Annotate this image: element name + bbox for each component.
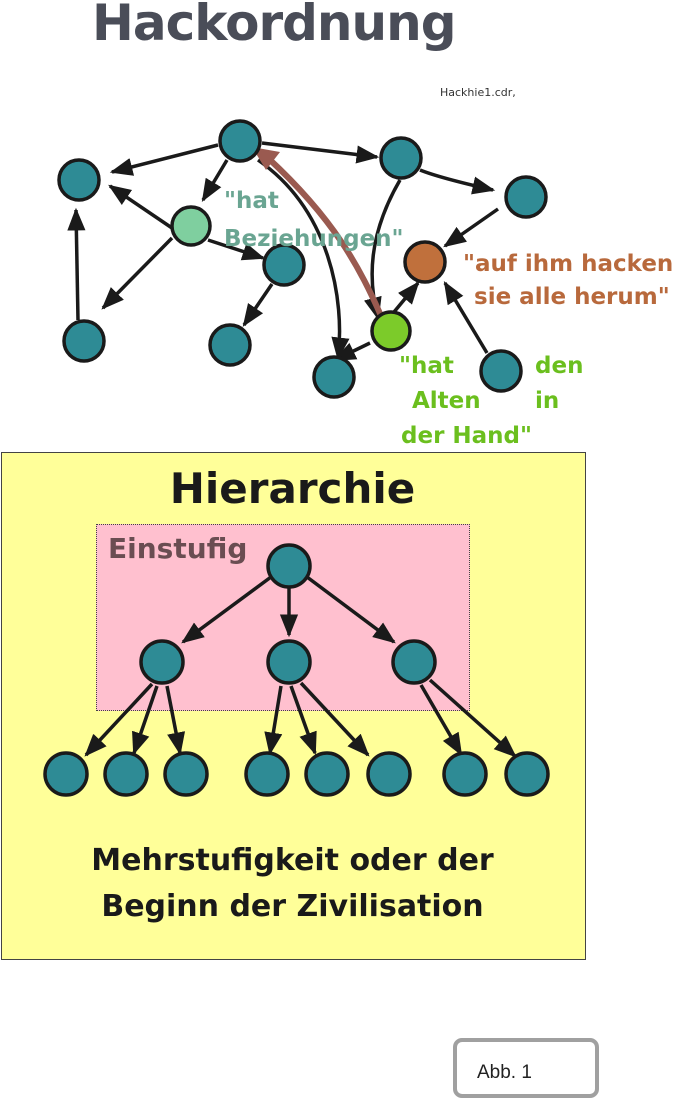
node-hacked xyxy=(403,240,447,284)
hierarchy-caption-line1: Mehrstufigkeit oder der xyxy=(91,843,494,878)
h-edge-2-3 xyxy=(299,681,370,757)
h-edge-3-2 xyxy=(428,678,517,758)
node-bottom xyxy=(312,355,356,399)
edge-old-hacked xyxy=(392,281,420,314)
node-left xyxy=(57,158,101,202)
h-node-level1-2 xyxy=(266,639,312,685)
h-node-leaf-8 xyxy=(504,751,550,797)
node-top xyxy=(218,119,262,163)
hierarchy-title: Hierarchie xyxy=(169,464,416,513)
edge-a-b xyxy=(109,143,219,176)
node-lower-middle xyxy=(208,323,252,367)
h-node-leaf-4 xyxy=(244,751,290,797)
h-edge-root-3 xyxy=(305,575,396,644)
pecking-edges xyxy=(67,141,500,362)
node-relations xyxy=(170,205,212,247)
old-label-alten: Alten xyxy=(412,388,481,414)
h-node-leaf-2 xyxy=(103,751,149,797)
old-label-in: in xyxy=(535,388,560,414)
hierarchy-caption-line2: Beginn der Zivilisation xyxy=(101,889,484,924)
figure-label: Abb. 1 xyxy=(477,1062,532,1083)
file-name: Hackhie1.cdr, xyxy=(440,86,516,99)
h-node-leaf-1 xyxy=(43,751,89,797)
hierarchy-nodes xyxy=(43,543,550,797)
relations-label-line1: "hat xyxy=(224,188,279,214)
edge-e-hacked xyxy=(443,207,500,248)
relations-label-line2: Beziehungen" xyxy=(224,226,404,252)
edge-f-b xyxy=(67,207,86,321)
figure-label-box: Abb. 1 xyxy=(453,1038,599,1098)
h-edge-1-3 xyxy=(165,685,186,756)
h-edge-2-1 xyxy=(264,685,283,756)
node-middle xyxy=(262,243,306,287)
node-lower-right xyxy=(479,349,523,393)
edge-h-i xyxy=(242,283,274,327)
edge-rel-f xyxy=(101,236,174,310)
h-edge-1-1 xyxy=(84,682,154,757)
edge-a-j xyxy=(257,158,350,361)
h-edge-root-1 xyxy=(181,575,273,644)
h-edge-1-2 xyxy=(132,685,159,756)
diagram-title: Hackordnung xyxy=(92,0,457,52)
hierarchy-edges xyxy=(84,575,517,758)
h-node-leaf-7 xyxy=(442,751,488,797)
edge-rel-h xyxy=(207,238,266,261)
edge-d-e xyxy=(419,168,496,195)
h-node-level1-3 xyxy=(391,639,437,685)
node-upper-right xyxy=(379,136,423,180)
node-far-right xyxy=(504,175,548,219)
old-label-den: den xyxy=(535,353,584,379)
h-node-leaf-5 xyxy=(304,751,350,797)
pecking-nodes xyxy=(57,119,548,399)
h-node-root xyxy=(266,543,312,589)
h-edge-3-1 xyxy=(419,684,463,756)
hacked-label-line2: sie alle herum" xyxy=(474,284,670,310)
edge-a-d xyxy=(261,141,380,164)
node-old xyxy=(370,310,412,352)
edge-k-hacked xyxy=(443,281,489,354)
h-node-leaf-6 xyxy=(366,751,412,797)
h-node-level1-1 xyxy=(139,639,185,685)
h-edge-2-2 xyxy=(289,685,317,756)
single-level-label: Einstufig xyxy=(108,532,248,565)
old-to-top-edge xyxy=(252,147,385,320)
node-lower-left xyxy=(62,319,106,363)
edge-a-rel xyxy=(201,159,229,202)
old-label-hand: der Hand" xyxy=(401,423,533,449)
old-label-hat: "hat xyxy=(399,353,454,379)
h-node-leaf-3 xyxy=(163,751,209,797)
hacked-label-line1: "auf ihm hacken xyxy=(463,251,674,277)
edge-rel-b xyxy=(108,184,173,230)
